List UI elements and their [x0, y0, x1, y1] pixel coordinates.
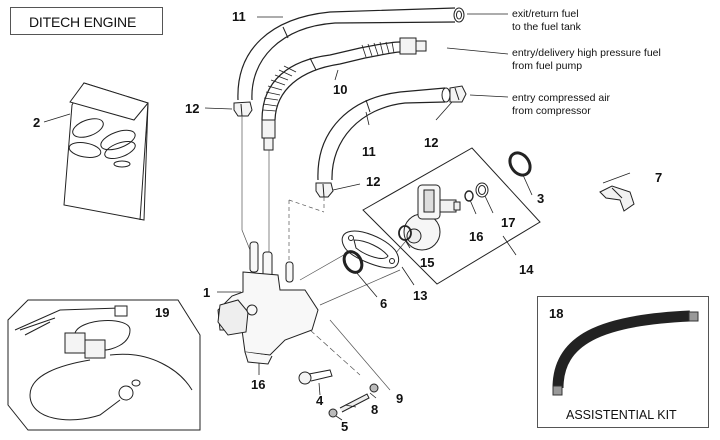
part-number-11-top: 11	[232, 9, 246, 24]
fuel-rail-body-1	[217, 241, 319, 365]
callout-exit-return: exit/return fuel to the fuel tank	[512, 8, 581, 34]
section-title-box: DITECH ENGINE	[10, 7, 163, 35]
callout-entry-high-pressure: entry/delivery high pressure fuel from f…	[512, 47, 661, 73]
assistential-kit-label: ASSISTENTIAL KIT	[566, 408, 677, 422]
clamp-12-right	[449, 85, 467, 103]
part-number-1: 1	[203, 285, 211, 300]
callout-line: to the fuel tank	[512, 21, 581, 33]
nut-5	[328, 408, 338, 418]
oring-kit-bag-2	[63, 82, 149, 221]
part-number-11-lower: 11	[362, 144, 376, 159]
return-hose-11	[237, 7, 465, 101]
part-number-5: 5	[341, 419, 349, 434]
part-number-7: 7	[655, 170, 663, 185]
clip-7	[599, 185, 635, 212]
nut-9	[369, 383, 379, 393]
part-number-18: 18	[549, 306, 564, 321]
oring-6	[342, 250, 364, 274]
part-number-3: 3	[537, 191, 545, 206]
fuel-pump	[403, 184, 461, 251]
oring-3	[508, 151, 532, 177]
oring-16	[464, 190, 474, 202]
assistential-hose-18	[552, 310, 699, 396]
part-number-4: 4	[316, 393, 324, 408]
part-number-19: 19	[155, 305, 170, 320]
part-number-14: 14	[519, 262, 534, 277]
pump-kit-frame-14	[362, 147, 541, 285]
stud-8	[339, 393, 370, 413]
high-pressure-hose-10	[261, 37, 427, 151]
part-number-9: 9	[396, 391, 404, 406]
part-number-16-pump: 16	[469, 229, 484, 244]
part-number-17: 17	[501, 215, 516, 230]
part-number-12-right: 12	[424, 135, 439, 150]
wiring-kit-frame-19	[7, 299, 201, 431]
air-hose-11	[317, 87, 451, 181]
part-number-8: 8	[371, 402, 379, 417]
washer-17	[475, 182, 489, 198]
callout-entry-air: entry compressed air from compressor	[512, 92, 610, 118]
bolt-4	[298, 369, 333, 385]
clamp-12-upper	[233, 101, 253, 117]
part-number-12-lower: 12	[366, 174, 381, 189]
callout-line: entry compressed air	[512, 92, 611, 104]
part-number-12-left: 12	[185, 101, 200, 116]
part-number-10: 10	[333, 82, 348, 97]
section-title: DITECH ENGINE	[29, 14, 137, 30]
part-number-6: 6	[380, 296, 388, 311]
clamp-12-lower	[315, 182, 334, 198]
gasket-13	[341, 230, 400, 269]
callout-line: from compressor	[512, 105, 591, 117]
callout-line: from fuel pump	[512, 60, 583, 72]
callout-line: entry/delivery high pressure fuel	[512, 47, 661, 59]
part-number-13: 13	[413, 288, 428, 303]
callout-line: exit/return fuel	[512, 8, 579, 20]
assistential-kit-box	[537, 296, 709, 428]
part-number-16-body: 16	[251, 377, 266, 392]
part-number-15: 15	[420, 255, 435, 270]
part-number-2: 2	[33, 115, 41, 130]
